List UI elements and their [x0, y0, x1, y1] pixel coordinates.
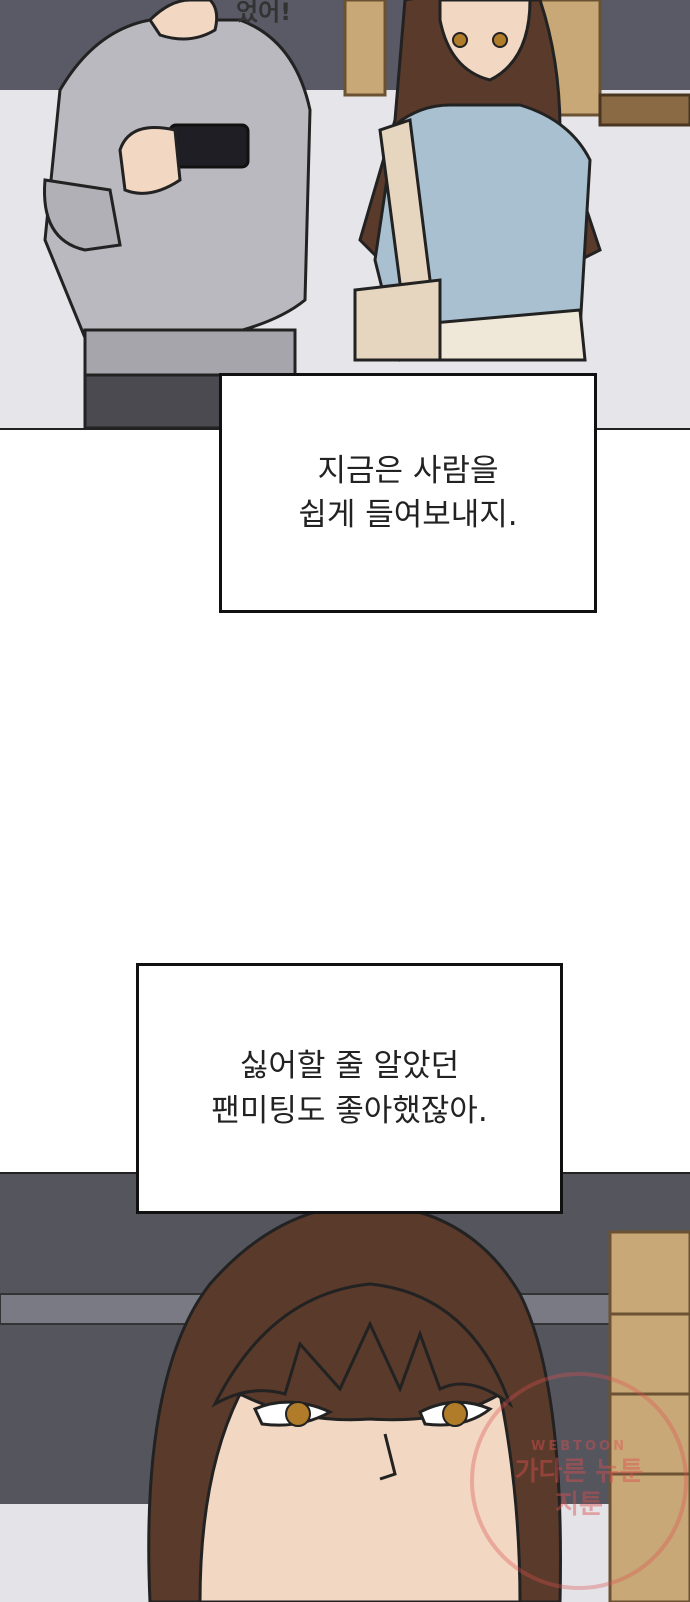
watermark-stamp: WEBTOON 가다른 뉴툰 지툰 — [470, 1372, 688, 1590]
woman-cardigan — [353, 0, 602, 362]
narration-line: 팬미팅도 좋아했잖아. — [211, 1092, 488, 1129]
watermark-text: 가다른 뉴툰 — [514, 1456, 644, 1487]
crate-stack — [343, 0, 690, 127]
narration-line: 지금은 사람을 — [317, 452, 499, 489]
narration-line: 싫어할 줄 알았던 — [239, 1048, 460, 1085]
narration-box-2: 싫어할 줄 알았던 팬미팅도 좋아했잖아. — [136, 963, 563, 1214]
watermark-text: 지툰 — [555, 1490, 603, 1521]
top-panel: 었어! — [0, 0, 690, 430]
tote-bag — [353, 278, 442, 362]
narration-line: 쉽게 들여보내지. — [298, 497, 518, 533]
top-panel-illustration — [0, 0, 690, 428]
phone — [168, 123, 250, 169]
man-hoodie — [43, 0, 312, 428]
narration-box-1: 지금은 사람을 쉽게 들여보내지. — [219, 373, 597, 613]
watermark-small-text: WEBTOON — [531, 1438, 627, 1454]
sound-effect-text: 었어! — [236, 0, 292, 26]
woman-closeup — [147, 1202, 562, 1602]
